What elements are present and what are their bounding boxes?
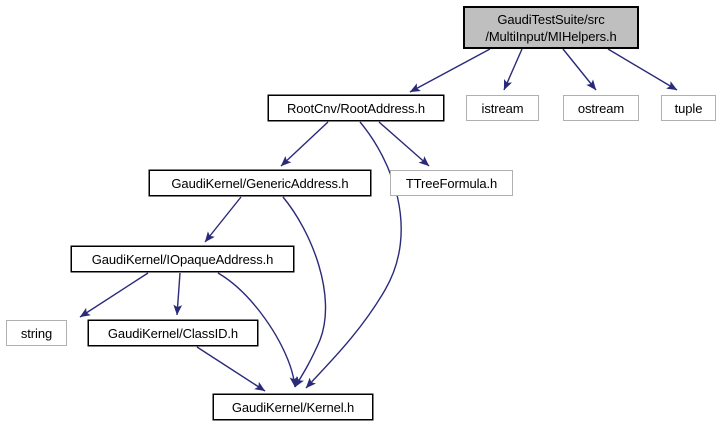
edge-rootaddress-to-kernel xyxy=(305,121,402,389)
edge-root-to-ostream xyxy=(562,48,597,91)
node-rootcnv-rootaddress-header[interactable]: RootCnv/RootAddress.h xyxy=(268,95,444,121)
edge-classid-to-kernel xyxy=(196,346,266,392)
node-gaudikernel-genericaddress-header[interactable]: GaudiKernel/GenericAddress.h xyxy=(149,170,371,196)
node-string-header[interactable]: string xyxy=(6,320,67,346)
edge-root-to-tuple xyxy=(607,48,678,91)
node-gaudikernel-iopaqueaddress-header[interactable]: GaudiKernel/IOpaqueAddress.h xyxy=(71,246,294,272)
node-gaudikernel-kernel-header[interactable]: GaudiKernel/Kernel.h xyxy=(213,394,373,420)
node-tuple-header[interactable]: tuple xyxy=(661,95,716,121)
edge-rootaddress-to-ttreeformula xyxy=(378,121,430,167)
edge-genericaddress-to-kernel xyxy=(282,196,327,388)
edge-iopaqueaddress-to-classid xyxy=(173,272,183,316)
edge-iopaqueaddress-to-string xyxy=(79,272,149,318)
node-ostream-header[interactable]: ostream xyxy=(563,95,639,121)
node-ttreeformula-header[interactable]: TTreeFormula.h xyxy=(390,170,513,196)
edge-root-to-rootaddress xyxy=(409,48,491,93)
edge-root-to-istream xyxy=(503,48,523,91)
node-mihelpers-header[interactable]: GaudiTestSuite/src /MultiInput/MIHelpers… xyxy=(464,7,638,48)
edge-rootaddress-to-genericaddress xyxy=(280,121,329,167)
edge-genericaddress-to-iopaqueaddress xyxy=(204,196,242,243)
node-istream-header[interactable]: istream xyxy=(466,95,539,121)
node-gaudikernel-classid-header[interactable]: GaudiKernel/ClassID.h xyxy=(88,320,258,346)
